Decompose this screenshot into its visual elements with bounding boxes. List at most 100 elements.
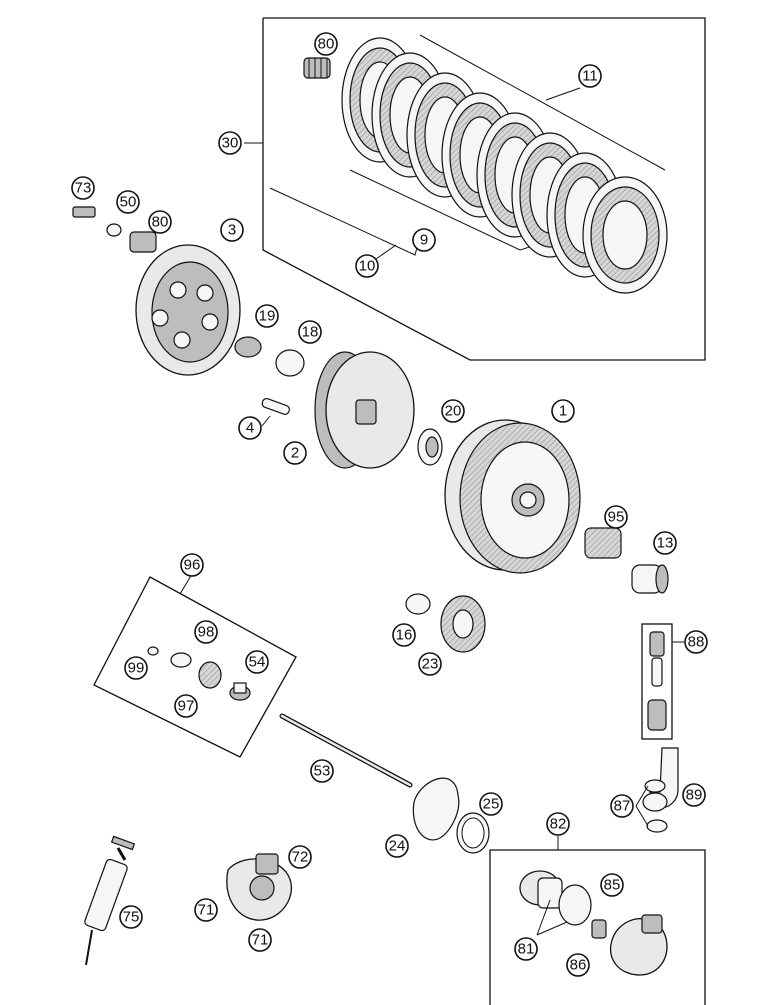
callout-18: 18	[298, 320, 322, 344]
svg-text:88: 88	[688, 634, 705, 651]
callout-80-kit: 80	[314, 32, 338, 56]
svg-text:9: 9	[420, 232, 428, 249]
ring-99	[147, 646, 159, 656]
clutch-basket-1	[444, 419, 581, 574]
svg-text:71: 71	[198, 902, 215, 919]
callout-75: 75	[119, 905, 143, 929]
svg-text:24: 24	[389, 838, 406, 855]
svg-text:25: 25	[483, 796, 500, 813]
svg-text:20: 20	[445, 403, 462, 420]
svg-text:1: 1	[559, 403, 567, 420]
pressure-plate-group	[72, 206, 305, 427]
clutch-disc-kit-group	[244, 17, 706, 361]
clutch-discs	[341, 37, 668, 294]
svg-text:11: 11	[582, 68, 598, 85]
svg-text:96: 96	[184, 557, 201, 574]
pin-4	[261, 397, 290, 415]
callout-71-top: 71	[194, 898, 218, 922]
bleed-nipple-72	[255, 853, 279, 875]
svg-text:54: 54	[249, 654, 266, 671]
callout-4: 4	[238, 416, 262, 440]
callout-13: 13	[653, 531, 677, 555]
svg-text:89: 89	[686, 787, 703, 804]
callout-86: 86	[566, 953, 590, 977]
washer-50	[106, 223, 122, 237]
grease-syringe-75	[84, 835, 136, 966]
svg-text:86: 86	[570, 957, 587, 974]
callout-54: 54	[245, 650, 269, 674]
kit-82-frame	[489, 849, 706, 1005]
callout-71-bottom: 71	[248, 928, 272, 952]
needle-bearing-95	[584, 527, 622, 559]
leader-10-b	[375, 244, 397, 260]
callout-16: 16	[392, 623, 416, 647]
callout-82: 82	[546, 812, 570, 836]
washer-98	[170, 652, 192, 668]
callout-99: 99	[124, 656, 148, 680]
svg-text:3: 3	[228, 222, 236, 239]
svg-text:2: 2	[291, 445, 299, 462]
callout-3: 3	[220, 218, 244, 242]
svg-text:73: 73	[75, 180, 92, 197]
callout-11: 11	[578, 64, 602, 88]
svg-text:87: 87	[614, 798, 631, 815]
callout-23: 23	[418, 652, 442, 676]
callout-96: 96	[180, 553, 204, 577]
callout-97: 97	[174, 694, 198, 718]
callout-98: 98	[194, 620, 218, 644]
callout-10: 10	[355, 254, 379, 278]
bolt-73	[72, 206, 96, 218]
callout-19: 19	[255, 304, 279, 328]
svg-text:30: 30	[222, 135, 239, 152]
callout-50: 50	[116, 190, 140, 214]
callout-20: 20	[441, 399, 465, 423]
svg-text:71: 71	[252, 932, 269, 949]
spring-86	[591, 919, 607, 939]
spring-80	[129, 231, 157, 253]
bleeder-frame	[641, 623, 673, 740]
svg-text:19: 19	[259, 308, 276, 325]
svg-text:23: 23	[422, 656, 439, 673]
slave-cylinder-71	[226, 853, 292, 921]
svg-text:72: 72	[292, 849, 309, 866]
clutch-kit-frame	[262, 17, 706, 361]
callout-81: 81	[514, 937, 538, 961]
nut-19	[234, 336, 262, 358]
callout-2: 2	[283, 441, 307, 465]
svg-text:13: 13	[657, 535, 674, 552]
svg-text:10: 10	[359, 258, 376, 275]
svg-text:53: 53	[314, 763, 331, 780]
svg-text:18: 18	[302, 324, 319, 341]
banjo-fitting-group	[635, 747, 679, 833]
inner-clutch-hub-2	[314, 351, 415, 469]
svg-text:82: 82	[550, 816, 567, 833]
callout-9: 9	[412, 228, 436, 252]
callout-30: 30	[218, 131, 242, 155]
callout-24: 24	[385, 834, 409, 858]
callout-80: 80	[148, 210, 172, 234]
leader-11	[545, 87, 581, 101]
svg-text:16: 16	[396, 627, 413, 644]
kit-96-group	[93, 573, 297, 758]
gasket-24	[412, 777, 460, 841]
callout-53: 53	[310, 759, 334, 783]
lock-washer-18	[275, 349, 305, 377]
svg-text:95: 95	[608, 509, 625, 526]
svg-text:80: 80	[152, 214, 169, 231]
svg-text:4: 4	[246, 420, 254, 437]
svg-text:50: 50	[120, 194, 137, 211]
svg-text:85: 85	[604, 877, 621, 894]
callout-87: 87	[610, 794, 634, 818]
callout-88: 88	[684, 630, 708, 654]
kit-82-group	[489, 836, 706, 1005]
svg-text:80: 80	[318, 36, 335, 53]
callout-85: 85	[600, 873, 624, 897]
svg-text:97: 97	[178, 698, 195, 715]
seal-85	[558, 884, 592, 926]
callout-72: 72	[288, 845, 312, 869]
callout-95: 95	[604, 505, 628, 529]
leader-10	[269, 187, 421, 256]
callout-89: 89	[682, 783, 706, 807]
svg-text:81: 81	[518, 941, 535, 958]
svg-text:75: 75	[123, 909, 140, 926]
